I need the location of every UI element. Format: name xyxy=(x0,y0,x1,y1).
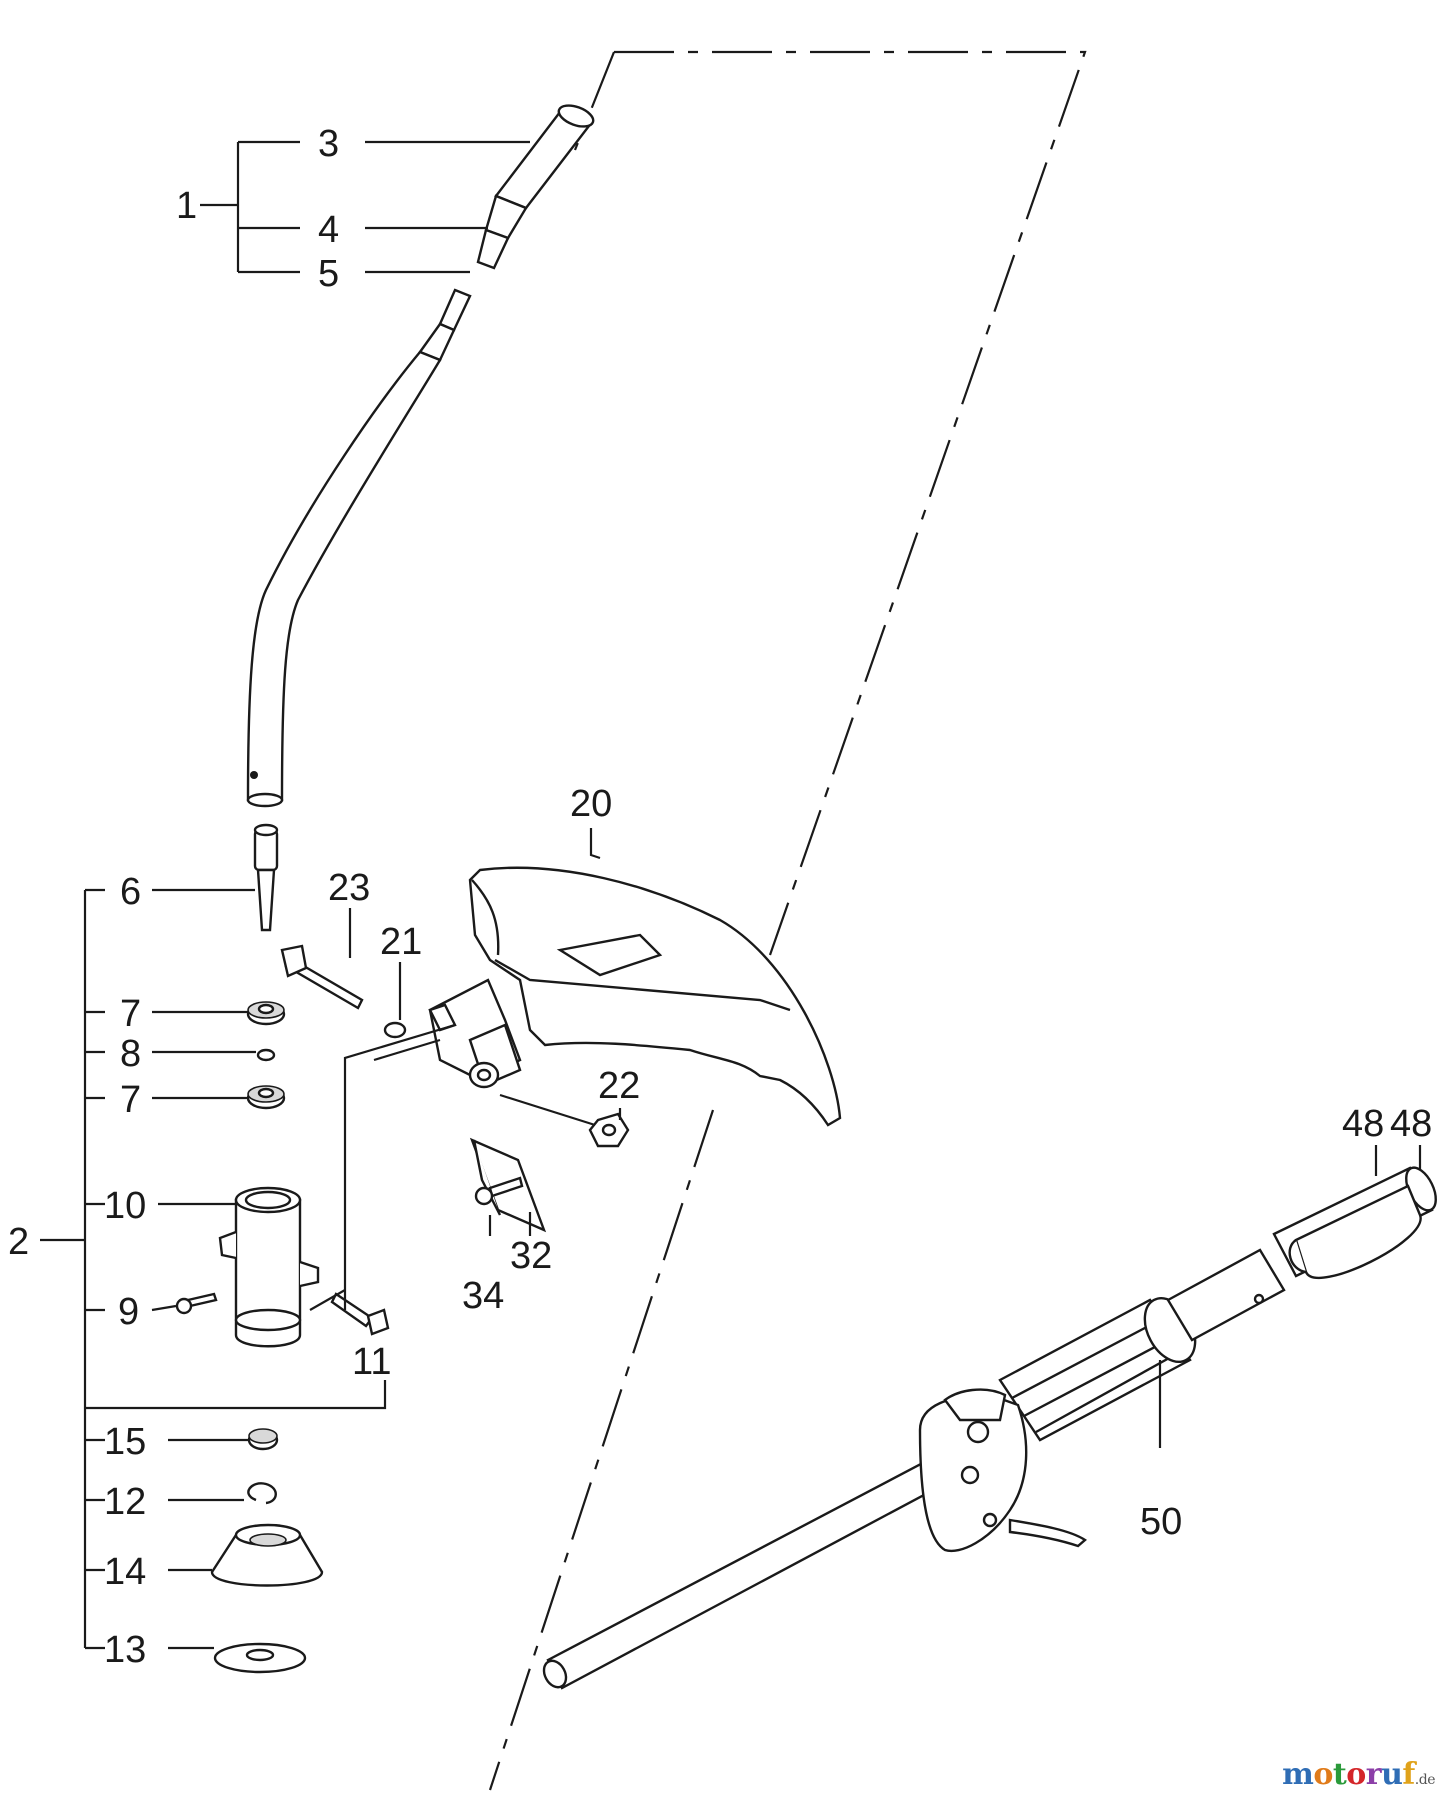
upper-shaft-tube xyxy=(476,104,595,270)
bolt-23 xyxy=(280,944,364,1010)
seal-15 xyxy=(247,1428,279,1451)
watermark-suffix: .de xyxy=(1414,1772,1436,1788)
guard-bracket xyxy=(428,978,522,1089)
label-15: 15 xyxy=(104,1421,146,1463)
label-20: 20 xyxy=(570,783,612,825)
label-3: 3 xyxy=(318,123,339,165)
leader-lines xyxy=(40,140,1422,1650)
label-7-upper: 7 xyxy=(120,993,141,1035)
drive-shaft-coupling xyxy=(253,823,279,932)
washer-13 xyxy=(213,1642,307,1674)
label-6: 6 xyxy=(120,871,141,913)
throttle-housing xyxy=(918,1388,1087,1553)
nut-22 xyxy=(588,1112,630,1148)
screw-34 xyxy=(474,1176,524,1206)
label-22: 22 xyxy=(598,1065,640,1107)
grip-50 xyxy=(998,1248,1286,1442)
label-21: 21 xyxy=(380,921,422,963)
label-48-right: 48 xyxy=(1390,1103,1432,1145)
label-50: 50 xyxy=(1140,1501,1182,1543)
label-2: 2 xyxy=(8,1221,29,1263)
washer-21 xyxy=(383,1021,407,1039)
label-1: 1 xyxy=(176,185,197,227)
label-7-lower: 7 xyxy=(120,1079,141,1121)
watermark-letter: o xyxy=(1313,1757,1333,1792)
callout-labels: 1 3 4 5 2 6 7 8 7 10 9 11 15 12 14 13 20… xyxy=(8,123,1432,1671)
bearing-7-upper xyxy=(246,1001,286,1026)
watermark-letter: f xyxy=(1402,1757,1415,1792)
label-5: 5 xyxy=(318,253,339,295)
label-11: 11 xyxy=(352,1341,391,1383)
watermark-letter: t xyxy=(1332,1757,1347,1792)
label-32: 32 xyxy=(510,1235,552,1277)
label-13: 13 xyxy=(104,1629,146,1671)
alignment-lines xyxy=(488,50,1087,1791)
watermark-logo: motoruf.de xyxy=(1282,1757,1435,1792)
label-10: 10 xyxy=(104,1185,146,1227)
sleeve-48-half xyxy=(1288,1184,1422,1279)
clamp-bolt-11 xyxy=(330,1292,390,1336)
watermark-letter: m xyxy=(1282,1757,1314,1792)
label-14: 14 xyxy=(104,1551,146,1593)
screw-9 xyxy=(175,1292,218,1315)
watermark-letter: o xyxy=(1346,1757,1366,1792)
holder-14 xyxy=(210,1523,324,1587)
label-48-left: 48 xyxy=(1342,1103,1384,1145)
bearing-7-lower xyxy=(246,1085,286,1110)
label-34: 34 xyxy=(462,1275,504,1317)
grass-guard-20 xyxy=(468,866,842,1127)
label-8: 8 xyxy=(120,1033,141,1075)
label-4: 4 xyxy=(318,209,339,251)
front-shaft-tube xyxy=(542,1453,954,1690)
watermark-letter: u xyxy=(1381,1757,1403,1792)
gear-case-10 xyxy=(218,1186,320,1348)
snap-ring-12 xyxy=(247,1482,277,1505)
label-12: 12 xyxy=(104,1481,146,1523)
label-23: 23 xyxy=(328,867,370,909)
watermark-letter: r xyxy=(1365,1757,1382,1792)
lower-shaft-tube xyxy=(246,288,472,808)
label-9: 9 xyxy=(118,1291,139,1333)
spacer-8 xyxy=(256,1048,276,1062)
